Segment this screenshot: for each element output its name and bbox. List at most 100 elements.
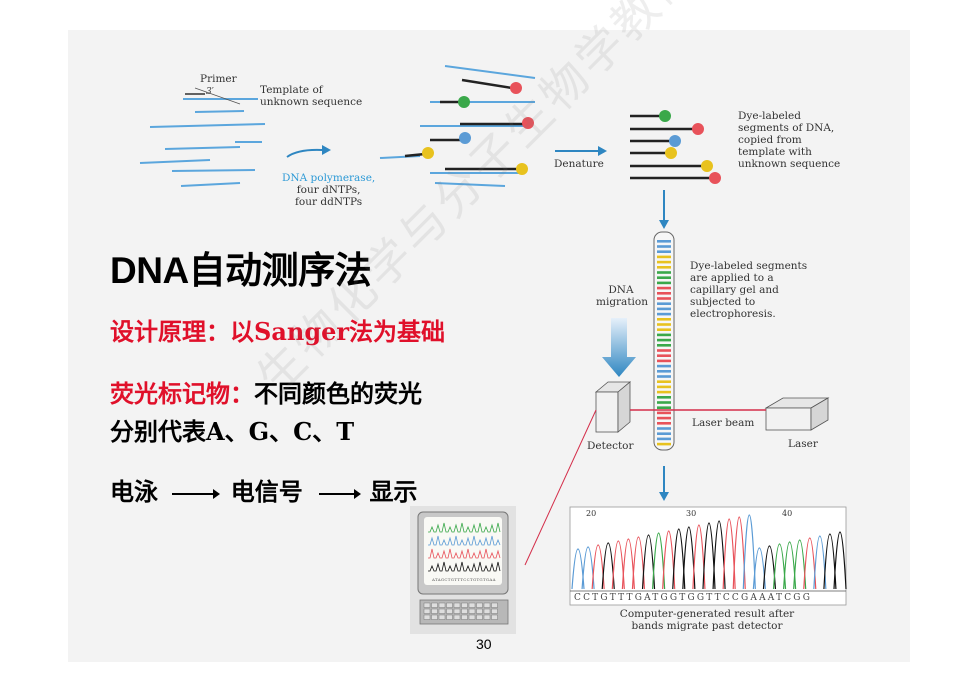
capillary-label-line4: subjected to [690,296,756,308]
gel-band [657,396,671,399]
result-label-line1: Computer-generated result after [619,608,795,620]
gel-band [657,307,671,311]
keyboard-key [423,614,431,620]
keyboard-key [453,614,461,620]
flow-step-signal: 电信号 [230,477,303,506]
gel-band [657,266,671,269]
keyboard-key [491,602,498,608]
tick-20: 20 [586,509,597,518]
gel-band [657,432,671,435]
polymerase-label-line2: four dNTPs, [296,184,361,196]
gel-band [657,292,671,295]
chromatogram-peak [692,524,706,590]
monitor-trace [428,548,501,559]
capillary-gel [653,231,675,451]
chromatogram-peak [611,540,625,590]
keyboard-key [431,614,438,620]
chromatogram-peak [591,544,605,590]
capillary-label-line5: electrophoresis. [690,308,776,320]
keyboard-key [483,602,491,608]
signal-flow-text: 电泳 电信号 显示 [110,472,417,507]
dye-label-line4: template with [738,146,812,158]
chromatogram-peak [732,516,746,590]
chromatogram-peak [641,534,656,590]
gel-band [657,250,671,253]
keyboard-key [423,602,431,608]
gel-band [657,354,671,357]
polymerase-arrow [286,145,331,158]
keyboard-key [431,608,438,614]
detector-connector-line [524,409,597,566]
primer-template-group [139,87,266,187]
capillary-label-line1: Dye-labeled segments [690,260,808,272]
gel-band [657,385,671,389]
gel-band [657,338,671,342]
gel-band [657,416,671,420]
dye-label-line5: unknown sequence [738,158,841,170]
denature-label: Denature [554,158,604,170]
detector-box [594,381,632,433]
keyboard-key [438,602,446,608]
chromatogram [569,506,847,606]
gel-band [657,271,671,274]
gel-band [657,401,671,404]
keyboard-key [491,614,498,620]
gel-band [657,427,671,430]
laser-label: Laser [788,438,818,450]
migration-label-line2: migration [596,296,648,308]
design-principle-text: 设计原理：以Sanger法为基础 [110,317,446,346]
gel-band [657,297,671,300]
result-label: Computer-generated result after bands mi… [612,608,802,632]
gel-band [657,260,671,264]
migration-arrow [602,318,636,377]
keyboard-key [453,602,461,608]
migration-label-line1: DNA [608,284,634,296]
gel-band [657,328,671,331]
computer-illustration [410,506,516,634]
monitor-sequence: ATAGCTGTTTCCTGTGTGAA [432,577,496,582]
monitor-trace [428,522,501,533]
chromatogram-peak [702,522,716,590]
fluorescent-label-text: 荧光标记物：不同颜色的荧光 分别代表A、G、C、T [110,375,422,451]
gel-band [657,333,671,337]
chromatogram-peak [823,533,837,590]
gel-band [657,411,671,415]
gel-band [657,255,671,259]
keyboard-key [461,608,468,614]
capillary-label-line3: capillary gel and [690,284,779,296]
fluorescent-label-body: 不同颜色的荧光 [254,379,422,408]
tick-40: 40 [782,509,793,518]
monitor-trace [428,561,501,572]
chromatogram-peak [803,537,817,590]
flow-step-electrophoresis: 电泳 [110,477,158,506]
keyboard-key [446,602,453,608]
gel-band [657,349,671,352]
gel-band [657,312,671,316]
gel-band [657,344,671,347]
keyboard-key [476,602,483,608]
chromatogram-peak [631,536,646,590]
keyboard-key [423,608,431,614]
keyboard-key [431,602,438,608]
gel-band [657,276,671,279]
capillary-label: Dye-labeled segments are applied to a ca… [690,260,807,320]
fluorescent-label-heading: 荧光标记物： [110,379,254,408]
chromatogram-peak [722,518,736,590]
gel-band [657,364,671,368]
template-label: Template of unknown sequence [260,84,362,108]
chromatogram-peak [621,538,635,590]
chromatogram-peak [833,531,847,590]
gel-band [657,380,671,383]
keyboard-key [453,608,461,614]
primer-label: Primer [200,73,237,85]
polymerase-label-line3: four ddNTPs [295,196,363,208]
capillary-label-line2: are applied to a [690,272,774,284]
gel-band [657,390,671,394]
fluorescent-label-body-line2: 分别代表A、G、C、T [110,417,355,446]
flow-step-display: 显示 [369,477,418,506]
gel-band [657,370,671,373]
keyboard-key [461,602,468,608]
laser-beam-label: Laser beam [692,417,755,429]
denature-arrow [555,146,607,156]
